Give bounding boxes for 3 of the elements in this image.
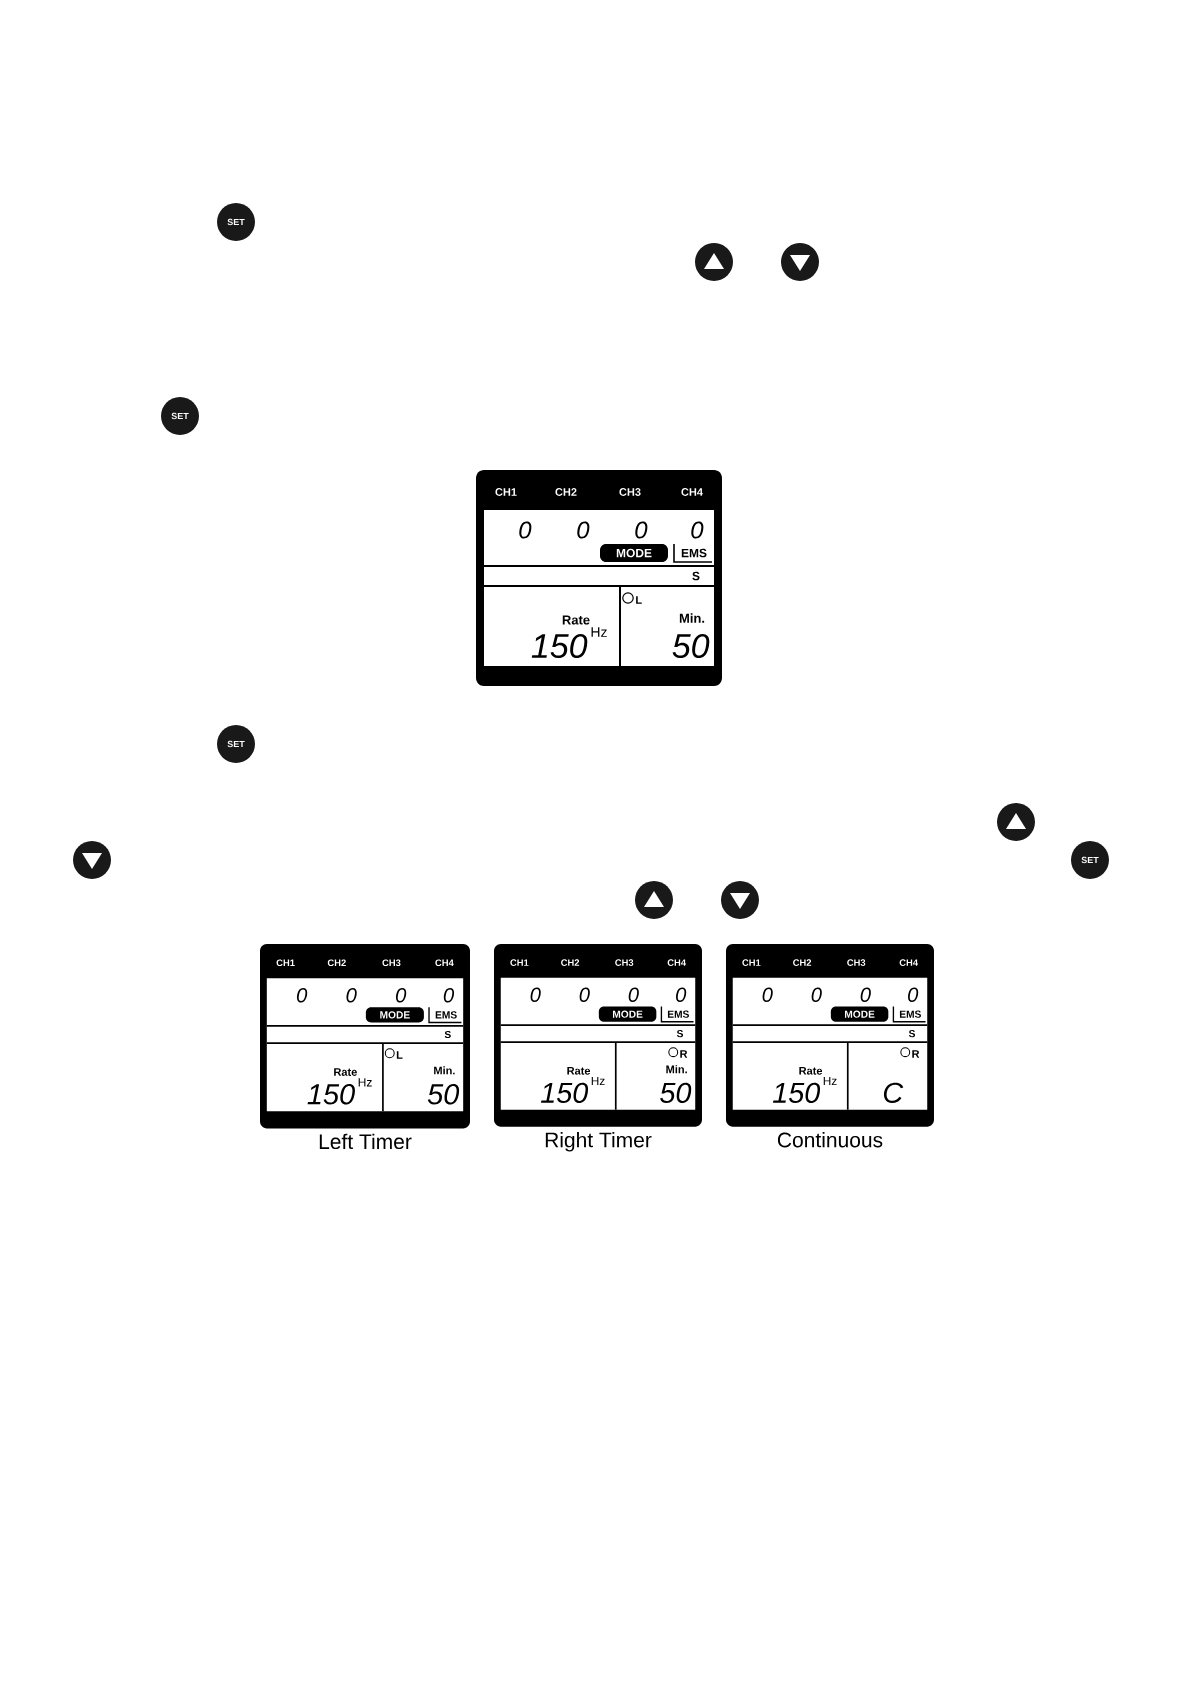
node-label: Right Timer — [545, 1131, 652, 1152]
node-label: Left Timer — [319, 1133, 412, 1150]
node-label: Continuous — [777, 1131, 883, 1148]
